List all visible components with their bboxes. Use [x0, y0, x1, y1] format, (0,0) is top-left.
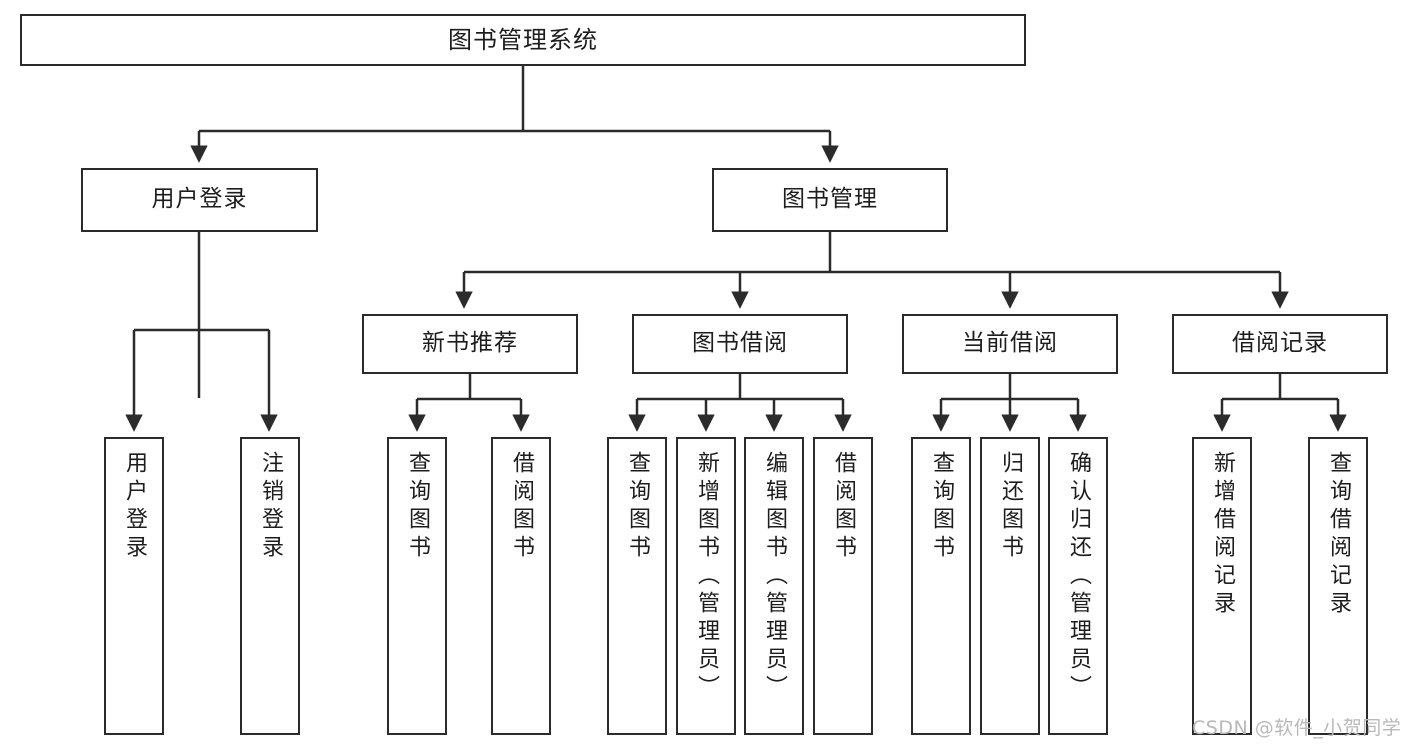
node-leaf-logout-login[interactable]: 注销登录 — [240, 437, 300, 735]
node-leaf-borrow-book[interactable]: 借阅图书 — [813, 437, 873, 735]
node-new-book-recommend[interactable]: 新书推荐 — [362, 314, 578, 374]
node-label: 借阅图书 — [831, 451, 856, 563]
node-label: 查询借阅记录 — [1326, 451, 1351, 619]
node-leaf-add-borrow-record[interactable]: 新增借阅记录 — [1192, 437, 1252, 735]
node-leaf-edit-book-admin[interactable]: 编辑图书（管理员） — [744, 437, 804, 735]
node-leaf-query-book-borrow[interactable]: 查询图书 — [607, 437, 667, 735]
node-leaf-add-book-admin[interactable]: 新增图书（管理员） — [676, 437, 736, 735]
node-label: 图书管理系统 — [448, 25, 598, 54]
node-label: 用户登录 — [122, 451, 147, 563]
node-label: 借阅图书 — [509, 451, 534, 563]
node-leaf-user-login[interactable]: 用户登录 — [104, 437, 164, 735]
node-label: 归还图书 — [998, 451, 1023, 563]
node-label: 图书借阅 — [692, 330, 788, 357]
node-label: 查询图书 — [625, 451, 650, 563]
node-label: 图书管理 — [782, 186, 878, 213]
node-label: 用户登录 — [151, 186, 248, 213]
node-label: 新增图书（管理员） — [694, 451, 719, 703]
node-leaf-query-borrow-record[interactable]: 查询借阅记录 — [1308, 437, 1368, 735]
node-user-login[interactable]: 用户登录 — [81, 168, 318, 232]
node-label: 确认归还（管理员） — [1066, 451, 1091, 703]
node-leaf-confirm-return-admin[interactable]: 确认归还（管理员） — [1048, 437, 1108, 735]
node-label: 查询图书 — [405, 451, 430, 563]
node-book-borrow[interactable]: 图书借阅 — [632, 314, 848, 374]
node-borrow-record[interactable]: 借阅记录 — [1172, 314, 1388, 374]
node-label: 新增借阅记录 — [1210, 451, 1235, 619]
node-label: 编辑图书（管理员） — [762, 451, 787, 703]
node-leaf-query-book-current[interactable]: 查询图书 — [911, 437, 971, 735]
node-leaf-borrow-book-recommend[interactable]: 借阅图书 — [491, 437, 551, 735]
node-current-borrow[interactable]: 当前借阅 — [902, 314, 1118, 374]
node-leaf-query-book-recommend[interactable]: 查询图书 — [387, 437, 447, 735]
node-label: 借阅记录 — [1232, 330, 1328, 357]
node-label: 查询图书 — [929, 451, 954, 563]
node-label: 注销登录 — [258, 451, 283, 563]
node-book-management-system[interactable]: 图书管理系统 — [20, 14, 1026, 66]
node-label: 当前借阅 — [962, 330, 1058, 357]
node-label: 新书推荐 — [422, 330, 518, 357]
node-book-management[interactable]: 图书管理 — [712, 168, 948, 232]
node-leaf-return-book[interactable]: 归还图书 — [980, 437, 1040, 735]
csdn-watermark: CSDN @软件_小贺同学 — [1192, 717, 1402, 739]
